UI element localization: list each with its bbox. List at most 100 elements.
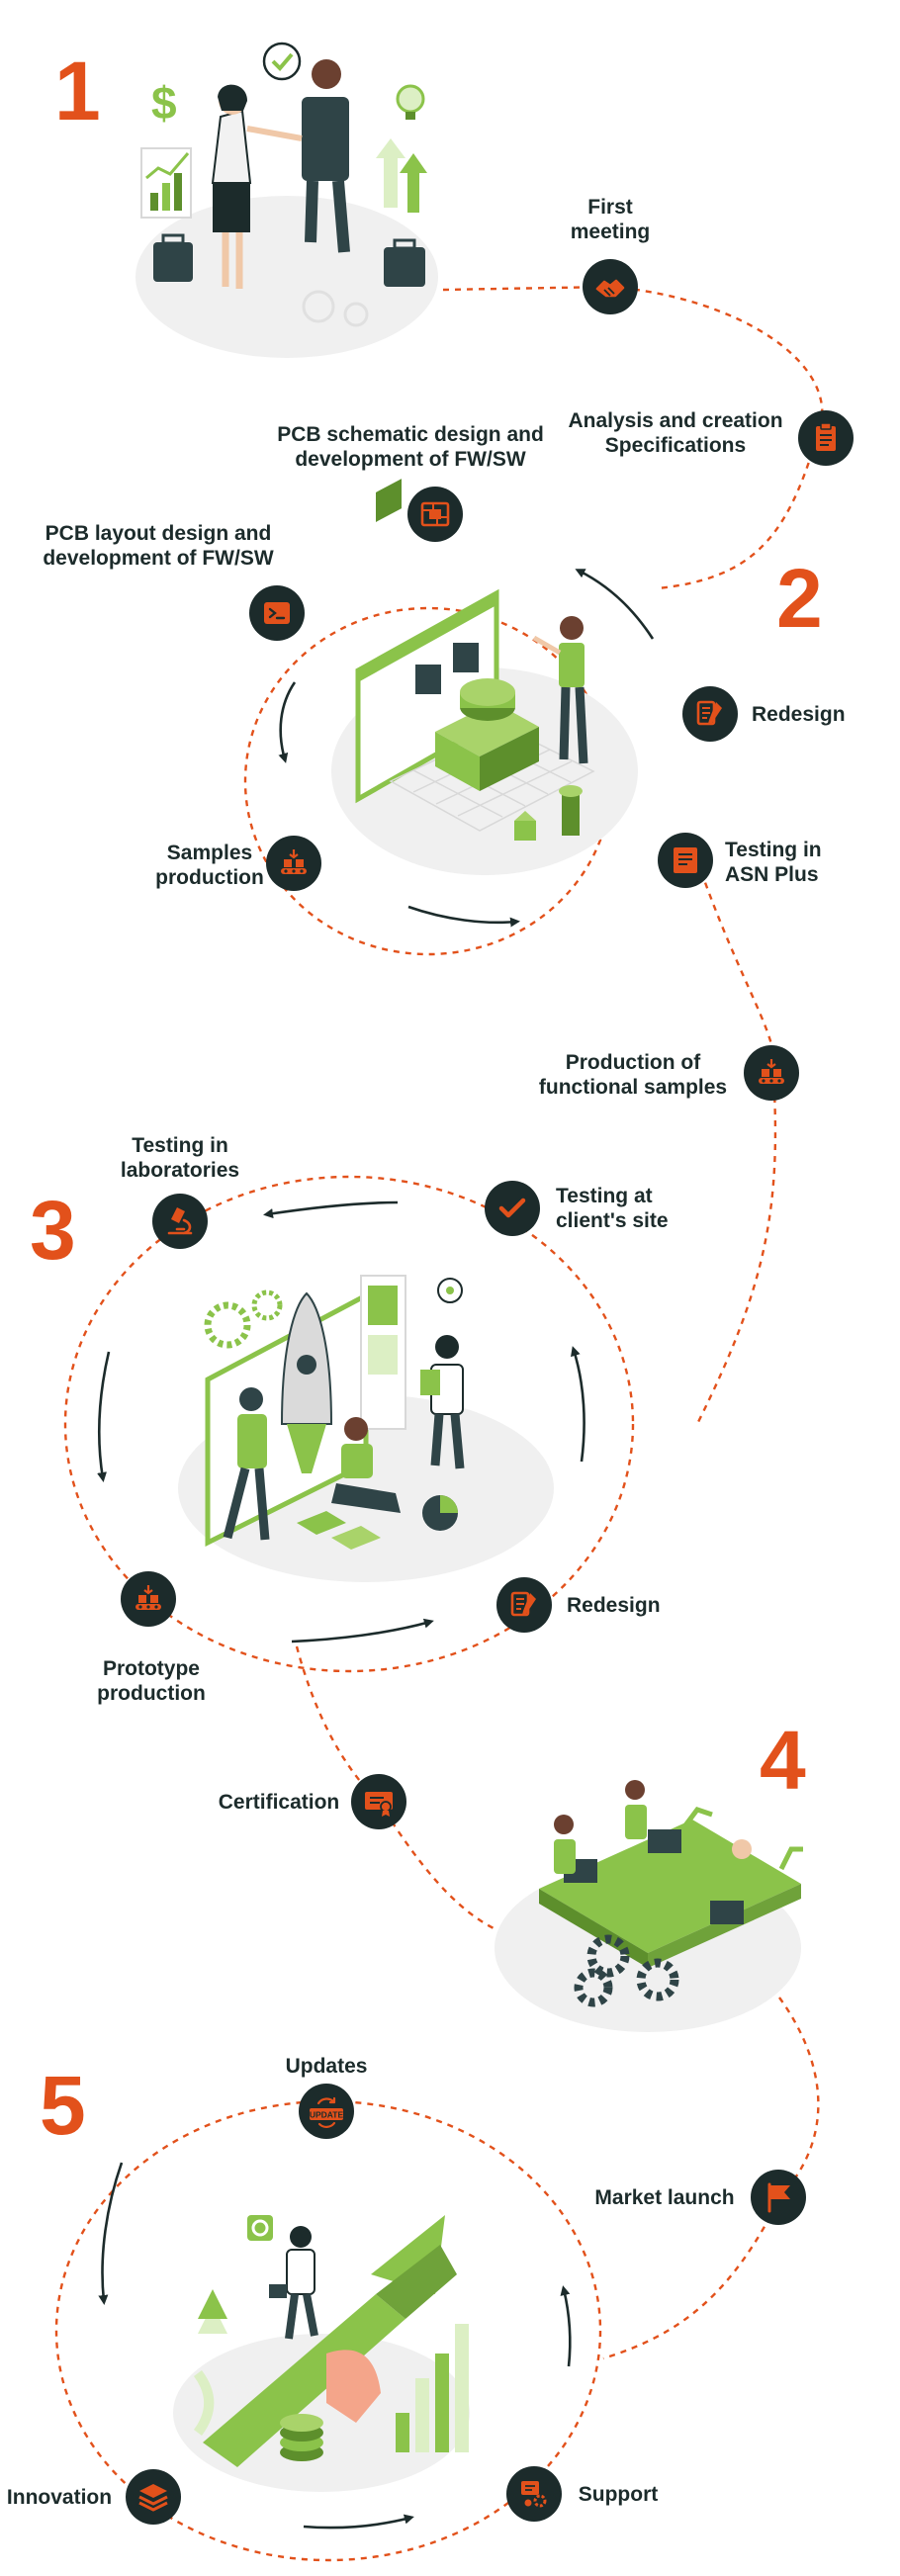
label-line: PCB schematic design and — [277, 423, 544, 446]
label-line: Testing in — [725, 839, 822, 861]
node-testing-asn — [658, 833, 713, 888]
label-line: Redesign — [752, 703, 846, 726]
pcb-design-illustration — [331, 479, 638, 875]
label-line: ASN Plus — [725, 863, 819, 886]
label-line: First — [587, 196, 633, 219]
svg-text:UPDATE: UPDATE — [310, 2110, 344, 2120]
microscope-icon — [167, 1207, 193, 1235]
node-pcb-layout — [249, 585, 305, 641]
node-analysis-specifications — [798, 410, 854, 466]
flow-path-segment — [442, 285, 611, 292]
label-certification: Certification — [219, 1790, 340, 1815]
label-line: Certification — [218, 1791, 340, 1814]
handshake-icon — [595, 279, 625, 298]
node-certification — [351, 1774, 406, 1829]
label-line: Market launch — [594, 2186, 735, 2209]
conveyor-icon — [759, 1059, 784, 1084]
label-line: Analysis and creation — [568, 409, 783, 432]
design-tools-icon — [696, 700, 722, 726]
layers-icon — [138, 2484, 168, 2512]
node-circle — [121, 1571, 176, 1627]
stage-number-4: 4 — [760, 1714, 806, 1807]
flow-path-segment — [602, 2194, 783, 2360]
flow-path-segment — [695, 1072, 777, 1425]
update-badge-icon: UPDATE — [310, 2096, 344, 2129]
node-first-meeting — [583, 259, 638, 314]
stage-number-1: 1 — [54, 44, 101, 137]
node-redesign-2 — [682, 686, 738, 742]
label-line: meeting — [570, 221, 651, 243]
node-pcb-schematic — [407, 487, 463, 542]
label-line: Samples — [166, 842, 253, 864]
direction-arrow — [291, 1618, 434, 1643]
label-line: Innovation — [6, 2486, 113, 2509]
flow-path-segment — [778, 1997, 820, 2196]
direction-arrow — [303, 2514, 414, 2530]
svg-text:$: $ — [151, 77, 177, 129]
label-line: client's site — [556, 1209, 669, 1232]
support-icon — [521, 2481, 547, 2508]
label-line: Testing at — [556, 1185, 653, 1207]
label-line: Specifications — [604, 434, 747, 457]
testing-illustration — [178, 1275, 554, 1582]
loop-circle-stage-3 — [63, 1175, 635, 1673]
direction-arrow — [97, 1351, 111, 1482]
label-updates: Updates — [286, 2054, 368, 2079]
direction-arrow — [575, 569, 655, 640]
label-line: development of FW/SW — [295, 448, 526, 471]
stage-number-2: 2 — [776, 552, 823, 645]
direction-arrow — [98, 2162, 124, 2305]
design-tools-icon — [510, 1591, 536, 1617]
node-support — [506, 2466, 562, 2522]
label-innovation: Innovation — [7, 2485, 112, 2510]
node-redesign-3 — [496, 1577, 552, 1633]
flag-icon — [767, 2182, 790, 2213]
node-circle — [744, 1045, 799, 1101]
label-redesign-2: Redesign — [752, 702, 846, 727]
stage-number-5: 5 — [40, 2059, 86, 2152]
node-updates: UPDATE — [299, 2084, 354, 2139]
circuit-board-icon — [420, 501, 450, 527]
certificate-icon — [365, 1792, 393, 1817]
label-support: Support — [579, 2482, 658, 2507]
flow-path-segment — [657, 439, 818, 590]
label-line: Redesign — [567, 1594, 661, 1617]
node-market-launch — [751, 2170, 806, 2225]
conveyor-icon — [135, 1585, 161, 1610]
terminal-icon — [264, 602, 290, 624]
stage-number-3: 3 — [30, 1184, 76, 1277]
label-line: Support — [578, 2483, 659, 2506]
label-line: Production of — [565, 1051, 701, 1074]
label-line: Prototype — [102, 1657, 200, 1680]
flow-path-segment — [295, 1645, 380, 1803]
node-samples-production — [266, 836, 321, 891]
growth-illustration — [173, 2215, 470, 2492]
node-circle — [266, 836, 321, 891]
direction-arrow — [560, 2285, 572, 2367]
node-testing-client — [485, 1181, 540, 1236]
conveyor-icon — [281, 849, 307, 874]
node-prototype-production — [121, 1571, 176, 1627]
label-market-launch: Market launch — [594, 2185, 734, 2210]
label-redesign-3: Redesign — [567, 1593, 661, 1618]
test-report-icon — [674, 847, 697, 873]
direction-arrow — [263, 1200, 399, 1219]
node-functional-samples — [744, 1045, 799, 1101]
label-line: PCB layout design and — [45, 522, 272, 545]
label-line: production — [155, 866, 264, 889]
label-line: production — [97, 1682, 206, 1705]
label-line: laboratories — [120, 1159, 240, 1182]
clipboard-icon — [816, 422, 836, 451]
node-innovation — [126, 2469, 181, 2525]
